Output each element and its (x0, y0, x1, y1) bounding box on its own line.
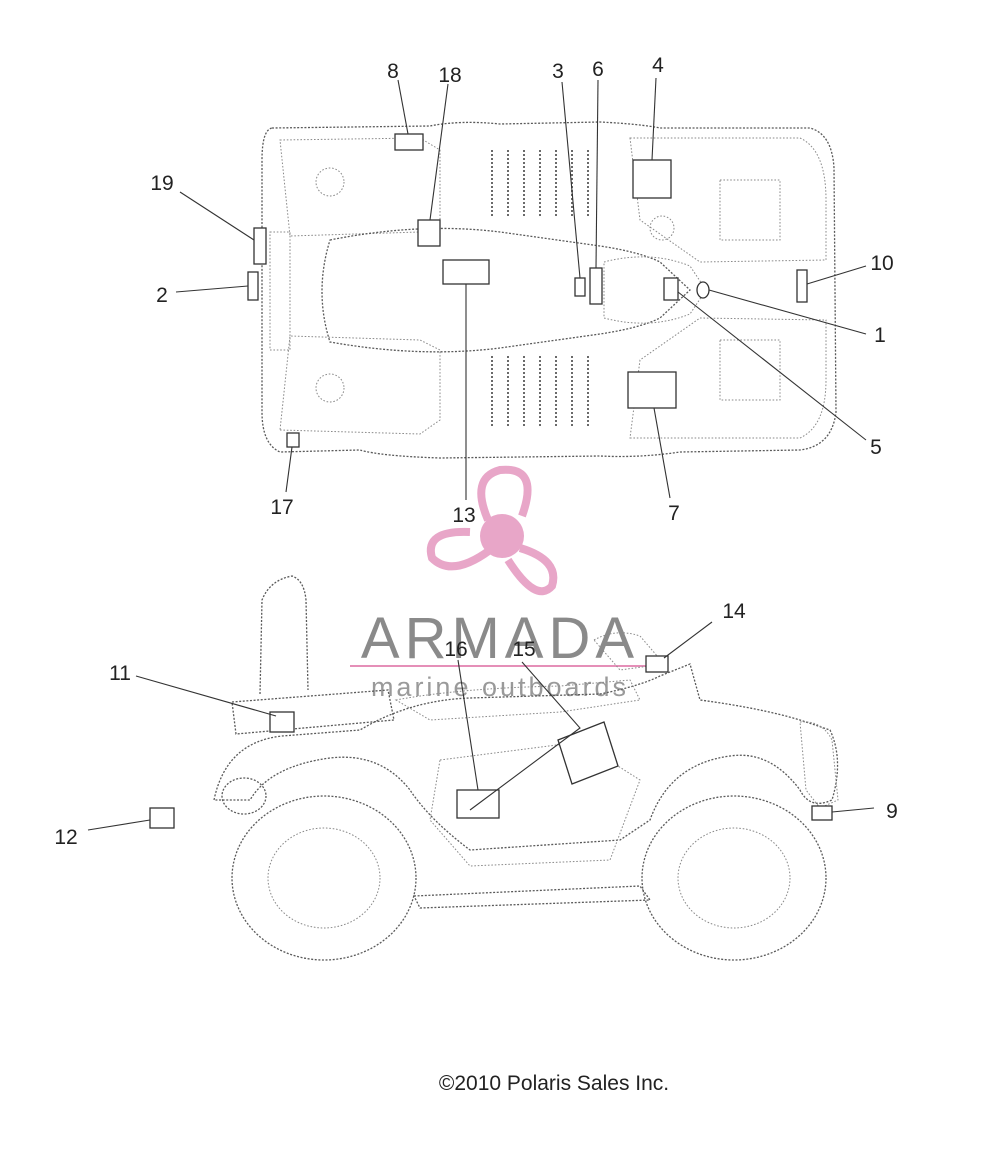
decal-19 (253, 227, 267, 265)
footrest-side (412, 885, 652, 909)
front-left-fender (279, 137, 441, 237)
leader-4 (651, 77, 657, 161)
callout-2: 2 (156, 284, 168, 307)
decal-7 (627, 371, 677, 409)
decal-11 (269, 711, 295, 733)
rear-right-fender (629, 317, 827, 439)
front-right-fender (279, 335, 441, 435)
decal-8 (394, 133, 424, 151)
decal-13 (442, 259, 490, 285)
callout-14: 14 (722, 600, 746, 623)
body-outline (261, 121, 837, 459)
atv-top-view: 8 18 3 6 4 19 2 10 1 5 13 7 17 (150, 54, 893, 527)
decal-18 (417, 219, 441, 247)
decal-15 (557, 721, 619, 785)
decal-14 (645, 655, 669, 673)
rear-wheel-outer (641, 795, 827, 961)
decal-10 (796, 269, 808, 303)
seat-outline (321, 227, 691, 353)
propeller-logo (426, 465, 558, 596)
callout-17: 17 (270, 496, 293, 519)
decal-1 (696, 281, 710, 299)
callout-19: 19 (150, 172, 173, 195)
seat-side (394, 679, 641, 721)
callout-12: 12 (54, 826, 77, 849)
leader-15 (469, 661, 581, 811)
leader-7 (653, 407, 671, 499)
decal-3 (574, 277, 586, 297)
body-side-outline (213, 663, 839, 851)
propeller-hub (480, 514, 524, 558)
decal-12 (149, 807, 175, 829)
leader-18 (429, 83, 449, 221)
callout-6: 6 (592, 58, 604, 81)
decal-2 (247, 271, 259, 301)
front-seatback (259, 575, 309, 695)
rear-left-fender (629, 137, 827, 263)
watermark-brand: ARMADA (361, 606, 639, 671)
callout-5: 5 (870, 436, 882, 459)
front-bumper (269, 231, 291, 351)
leader-9 (831, 807, 875, 813)
leader-10 (806, 265, 867, 285)
leader-1 (708, 289, 867, 335)
copyright-notice: ©2010 Polaris Sales Inc. (439, 1072, 669, 1095)
callout-9: 9 (886, 800, 898, 823)
leader-2 (175, 285, 249, 293)
leader-19 (179, 191, 255, 241)
rear-rack (719, 179, 781, 401)
decal-5 (663, 277, 679, 301)
leader-14 (663, 621, 713, 659)
leader-11 (135, 675, 277, 717)
callout-1: 1 (874, 324, 886, 347)
rear-bumper (799, 721, 839, 809)
callout-8: 8 (387, 60, 399, 83)
leader-3 (561, 81, 581, 279)
propeller-blade-right (504, 544, 558, 596)
callout-11: 11 (109, 662, 131, 685)
left-footrest-hatching (491, 150, 589, 218)
leader-17 (285, 446, 293, 493)
propeller-blade-top (477, 465, 532, 522)
decal-6 (589, 267, 603, 305)
front-left-wheel-hub (315, 167, 345, 197)
rear-seat-cap (603, 256, 707, 324)
callout-15: 15 (512, 638, 535, 661)
propeller-blade-left (426, 527, 493, 571)
callout-3: 3 (552, 60, 564, 83)
front-wheel-inner (267, 827, 381, 929)
callout-7: 7 (668, 502, 680, 525)
right-footrest-hatching (491, 356, 589, 426)
callout-13: 13 (452, 504, 475, 527)
armada-watermark: ARMADA marine outboards (350, 465, 650, 702)
leader-8 (397, 79, 409, 135)
decal-9 (811, 805, 833, 821)
atv-side-view: 11 12 16 15 14 9 (54, 575, 898, 961)
headlight (221, 777, 267, 815)
callout-18: 18 (438, 64, 461, 87)
callout-4: 4 (652, 54, 664, 77)
leader-16 (457, 659, 479, 791)
front-right-wheel-hub (315, 373, 345, 403)
fuel-cap (649, 215, 675, 241)
callout-16: 16 (444, 638, 467, 661)
leader-6 (595, 79, 599, 269)
decal-4 (632, 159, 672, 199)
front-wheel-outer (231, 795, 417, 961)
front-rack (231, 689, 395, 735)
rear-wheel-inner (677, 827, 791, 929)
callout-10: 10 (870, 252, 893, 275)
decal-17 (286, 432, 300, 448)
leader-5 (677, 291, 867, 441)
leader-12 (87, 819, 151, 831)
